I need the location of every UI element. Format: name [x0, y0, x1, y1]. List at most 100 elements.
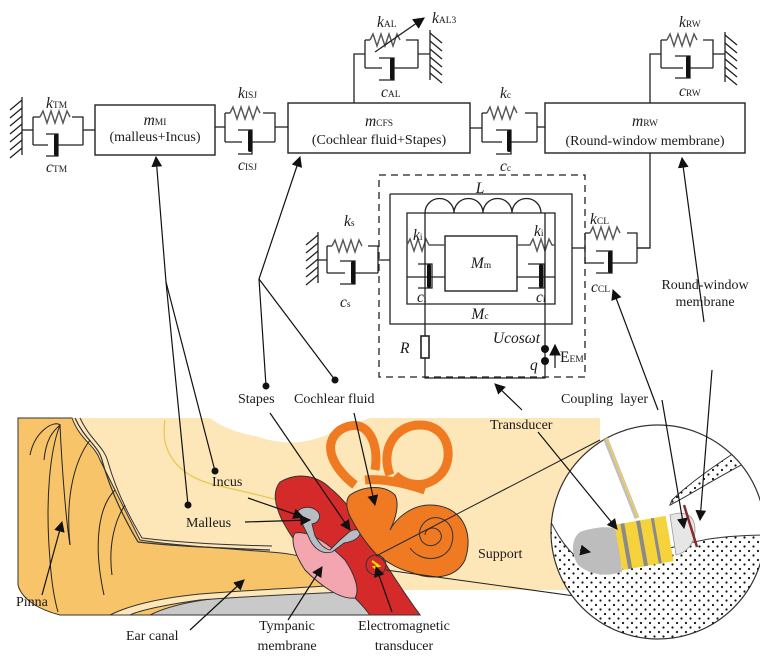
- magnet-mass-mm: [444, 235, 518, 292]
- spring-ks: [331, 237, 363, 255]
- label-ks: ks: [344, 213, 355, 230]
- pointer-incus-anatomy: [247, 497, 305, 519]
- label-mm: Mm: [470, 255, 492, 272]
- label-l: L: [475, 180, 485, 197]
- spring-damper-s: [305, 232, 390, 286]
- label-cc: cc: [500, 158, 511, 175]
- label-tympanic-1: Tympanic: [259, 619, 315, 634]
- label-cochlear-fluid: Cochlear fluid: [294, 392, 374, 407]
- semicircular-canals: [326, 421, 381, 489]
- label-ki-right: ki: [534, 223, 544, 240]
- label-mrw: mRW: [632, 113, 658, 130]
- label-malleus: Malleus: [186, 516, 231, 531]
- label-round-window-1: Round-window: [661, 278, 749, 293]
- label-cal: cAL: [381, 84, 401, 101]
- mass-mrw: [544, 102, 746, 154]
- label-support: Support: [478, 547, 522, 562]
- canal-upper-edge: [74, 417, 271, 551]
- ground-tm: [9, 97, 33, 159]
- pinna-fold-3: [68, 439, 91, 546]
- damper-ccl: [608, 251, 612, 273]
- canal-upper-edge-2: [79, 417, 273, 547]
- label-ear-canal: Ear canal: [126, 629, 179, 644]
- label-transducer: Transducer: [490, 418, 553, 433]
- pointer-rw-mrw: [677, 156, 705, 323]
- label-em-transducer-1: Electromagnetic: [358, 619, 450, 634]
- label-stapes: Stapes: [238, 392, 275, 407]
- pointer-fluid-mcfs: [258, 278, 336, 381]
- label-kc: kc: [500, 85, 511, 102]
- anatomy-labels: Stapes Cochlear fluid Coupling layer Rou…: [16, 278, 749, 654]
- label-mcfs: mCFS: [365, 113, 393, 130]
- pointer-fluid-anatomy: [353, 412, 379, 507]
- label-voltage: Ucosωt: [493, 330, 541, 347]
- spring-damper-al: [353, 17, 443, 103]
- pointer-support: [579, 544, 592, 556]
- pointer-rw-inset: [695, 369, 713, 522]
- label-q: q: [530, 357, 538, 374]
- label-crw: cRW: [679, 83, 701, 100]
- pinna-fold-4: [97, 489, 116, 596]
- label-ctm: cTM: [46, 159, 68, 176]
- damper-ctm: [54, 134, 58, 156]
- label-ki-left: ki: [413, 227, 423, 244]
- lead-wire-yellow: [603, 431, 639, 519]
- label-mcfs-desc: (Cochlear fluid+Stapes): [312, 133, 447, 148]
- label-cs: cs: [340, 294, 351, 311]
- label-kisj: kISJ: [238, 85, 257, 102]
- coil-mass-mc: [389, 193, 573, 325]
- pointer-coupling-inset: [661, 399, 688, 530]
- label-ccl: cCL: [591, 279, 610, 296]
- label-eem: EEM: [560, 349, 584, 366]
- damper-cal: [390, 58, 394, 80]
- spring-damper-tm: [32, 108, 95, 157]
- label-coupling-layer: Coupling layer: [561, 392, 648, 407]
- inset-guide-upper: [375, 439, 601, 557]
- label-krw: kRW: [679, 14, 701, 31]
- spring-ki-right: [517, 236, 555, 254]
- spring-damper-cl: [572, 224, 650, 274]
- coil-stripe-3: [650, 517, 662, 564]
- label-cisj: cISJ: [238, 157, 257, 174]
- label-kcl: kCL: [590, 211, 609, 228]
- label-kal3: kAL3: [432, 10, 457, 27]
- anatomy-illustration: [17, 417, 600, 616]
- damper-ci-right: [539, 264, 543, 288]
- label-mmi-desc: (malleus+Incus): [109, 130, 200, 145]
- round-window-membrane-inset: [682, 504, 699, 548]
- label-round-window-2: membrane: [675, 295, 734, 310]
- circuit-wire: [424, 213, 546, 379]
- variable-stiffness-arrow: [374, 17, 425, 53]
- pointer-pinna: [41, 520, 65, 596]
- cochlea-spiral: [409, 517, 454, 559]
- pointer-stapes-mcfs: [258, 155, 303, 387]
- transducer-boundary: [378, 174, 586, 378]
- spring-kcl: [589, 224, 621, 242]
- pinna-fold-2: [43, 423, 71, 546]
- vestibule: [346, 487, 469, 578]
- inductor-l: [424, 197, 542, 214]
- resistor-r: [420, 335, 430, 359]
- white-gap: [225, 418, 345, 443]
- spring-ktm: [39, 108, 71, 126]
- pointer-lines: [41, 155, 713, 631]
- label-tympanic-2: membrane: [257, 639, 316, 654]
- spring-damper-c: [470, 104, 545, 155]
- terminal-1: [541, 345, 549, 353]
- label-incus: Incus: [212, 475, 242, 490]
- pinna-fold-5: [110, 504, 126, 576]
- spring-krw: [666, 31, 698, 49]
- tympanic-membrane: [292, 532, 358, 599]
- pointer-incus-mmi: [165, 281, 216, 472]
- pointer-stapes-anatomy: [269, 412, 351, 531]
- support-body: [572, 527, 622, 575]
- lead-wire-gray: [600, 431, 640, 519]
- coil-stripe-1: [620, 523, 633, 570]
- damper-crw: [686, 56, 690, 78]
- label-ktm: kTM: [46, 95, 68, 112]
- label-r: R: [399, 340, 410, 357]
- magnified-inset: [375, 424, 760, 640]
- pointer-transducer-inset: [537, 431, 618, 530]
- mass-mcfs: [287, 102, 471, 154]
